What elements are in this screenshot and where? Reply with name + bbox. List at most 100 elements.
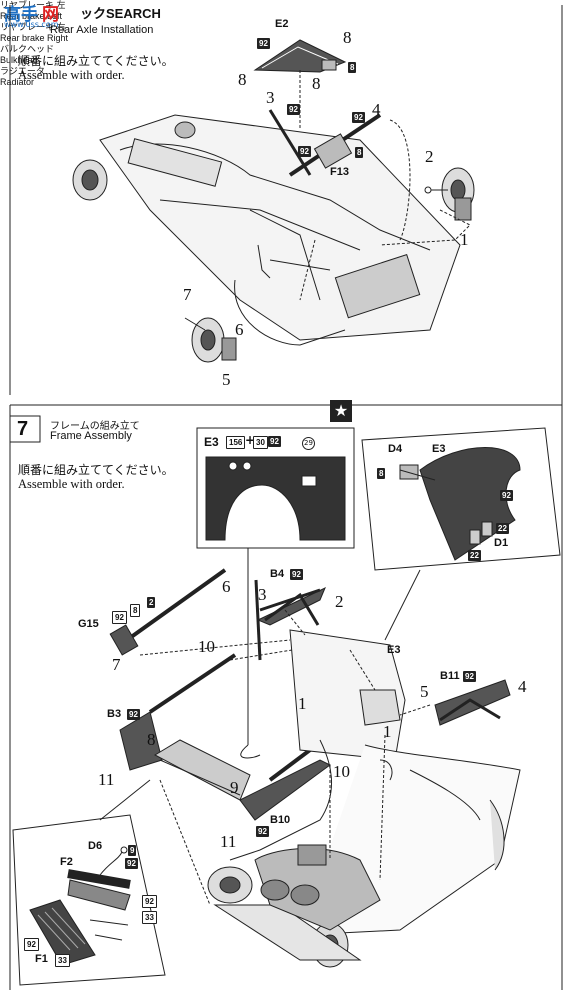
- step6-num-8a: 8: [343, 28, 352, 47]
- part-label-f13: F13: [330, 166, 349, 178]
- tag-92-bulkhead: 92: [268, 436, 281, 447]
- part-label-f1: F1: [35, 953, 48, 965]
- radiator-inset-parts: [29, 846, 131, 966]
- part-label-b3: B3: [107, 708, 122, 720]
- b11-frame: [434, 679, 511, 726]
- rear-brake-left-jp: リヤブレーキ 左: [0, 0, 66, 10]
- step7-num-5: 5: [420, 682, 429, 701]
- tag-22-b: 22: [468, 550, 481, 561]
- part-label-g15: G15: [78, 618, 99, 630]
- tag-8-d4: 8: [377, 468, 386, 479]
- step7-title-jp: フレームの組み立て: [50, 421, 140, 432]
- part-label-e2: E2: [275, 18, 289, 30]
- step7-num-10a: 10: [198, 637, 215, 656]
- e3-detail-box: [361, 427, 561, 571]
- tag-8-e2: 8: [348, 62, 357, 73]
- axle-shaft: [268, 109, 382, 177]
- part-label-b10: B10: [270, 814, 291, 826]
- tag-92-f2: 92: [142, 895, 157, 908]
- step6-num-5: 5: [222, 370, 231, 389]
- tag-30: 30: [253, 436, 268, 449]
- step6-num-7: 7: [183, 285, 192, 304]
- g15-rod: [109, 568, 227, 656]
- step7-num-11b: 11: [220, 832, 237, 851]
- step7-num-2: 2: [335, 592, 344, 611]
- step7-number: 7: [17, 418, 29, 440]
- watermark-url: www.0ss.com: [4, 20, 59, 29]
- step6-num-8c: 8: [312, 74, 321, 93]
- tag-92-b10: 92: [256, 826, 269, 837]
- tag-92-a: 92: [287, 104, 300, 115]
- part-label-b4: B4: [270, 568, 285, 580]
- bulkhead-box: [196, 427, 355, 549]
- step7-num-1a: 1: [298, 694, 307, 713]
- part-label-b11: B11: [440, 670, 460, 682]
- rear-brake-left: [424, 167, 475, 221]
- step7-num-7: 7: [112, 655, 121, 674]
- tag-9-d6: 9: [128, 845, 137, 856]
- step6-instruction-en: Assemble with order.: [18, 68, 125, 82]
- step7-num-10b: 10: [333, 762, 350, 781]
- tag-92-e2: 92: [257, 38, 270, 49]
- rear-brake-right-jp: リヤブレーキ 右: [0, 22, 66, 32]
- plus-sign: +: [245, 433, 256, 447]
- step7-num-1b: 1: [383, 722, 392, 741]
- tag-92-c: 92: [298, 146, 311, 157]
- step7-number-box: [9, 415, 41, 443]
- step6-title-en: Rear Axle Installation: [50, 24, 154, 36]
- tag-92-e3detail: 92: [500, 490, 513, 501]
- watermark-text-1: 高手: [4, 5, 38, 25]
- step6-num-8b: 8: [238, 70, 247, 89]
- step7-num-11a: 11: [98, 770, 115, 789]
- radiator-label-en: Radiator: [0, 77, 35, 87]
- watermark-text-2: 网: [42, 5, 59, 25]
- step7-num-4: 4: [518, 677, 527, 696]
- radiator-box: [12, 814, 166, 986]
- step7-title-en: Frame Assembly: [50, 430, 132, 442]
- step6-num-1: 1: [460, 230, 469, 249]
- bulkhead-label-jp: バルクヘッド: [0, 44, 55, 54]
- b3-frame: [119, 653, 237, 771]
- tag-92-g15: 92: [112, 611, 127, 624]
- part-label-f2: F2: [60, 856, 73, 868]
- tag-29: 29: [302, 437, 315, 450]
- tag-92-b: 92: [352, 112, 365, 123]
- step6-num-2: 2: [425, 147, 434, 166]
- step7-num-9: 9: [230, 778, 239, 797]
- step7-num-6: 6: [222, 577, 231, 596]
- tag-33-f1: 33: [55, 954, 70, 967]
- bulkhead-label-en: Bulkhead: [0, 55, 38, 65]
- tag-156: 156: [226, 436, 246, 449]
- rear-brake-right: [184, 317, 237, 363]
- rear-brake-right-en: Rear brake Right: [0, 33, 69, 43]
- tag-92-b3: 92: [127, 709, 140, 720]
- tag-92-b11: 92: [463, 671, 476, 682]
- step7-instruction-en: Assemble with order.: [18, 477, 125, 491]
- tag-92-b4: 92: [290, 569, 303, 580]
- tag-22-a: 22: [496, 523, 509, 534]
- star-icon: ★: [330, 400, 352, 422]
- step7-num-8: 8: [147, 730, 156, 749]
- radiator-part: [153, 739, 251, 801]
- tag-8-g15: 8: [130, 604, 141, 617]
- part-label-e3-main: E3: [387, 644, 401, 656]
- part-label-d4: D4: [388, 443, 403, 455]
- tag-92-d6: 92: [125, 858, 138, 869]
- rear-brake-left-en: Rear brake Left: [0, 11, 63, 21]
- watermark-logo: 高手 网 www.0ss.com: [2, 0, 80, 30]
- tag-33-f2: 33: [142, 911, 157, 924]
- part-label-d1: D1: [494, 537, 509, 549]
- step7-chassis: [207, 629, 521, 968]
- part-label-e3-detail: E3: [432, 443, 446, 455]
- tag-2-g15: 2: [147, 597, 156, 608]
- part-label-d6: D6: [88, 840, 103, 852]
- step6-num-4: 4: [372, 100, 381, 119]
- e2-part: [253, 39, 347, 73]
- step7-instruction-jp: 順番に組み立ててください。: [18, 463, 174, 477]
- step6-num-6: 6: [235, 320, 244, 339]
- tag-8-a: 8: [355, 147, 364, 158]
- step6-title-jp: ックSEARCH: [80, 6, 161, 21]
- b4-frame: [254, 579, 326, 661]
- step6-num-3: 3: [266, 88, 275, 107]
- radiator-label-jp: ラジエータ: [0, 66, 45, 76]
